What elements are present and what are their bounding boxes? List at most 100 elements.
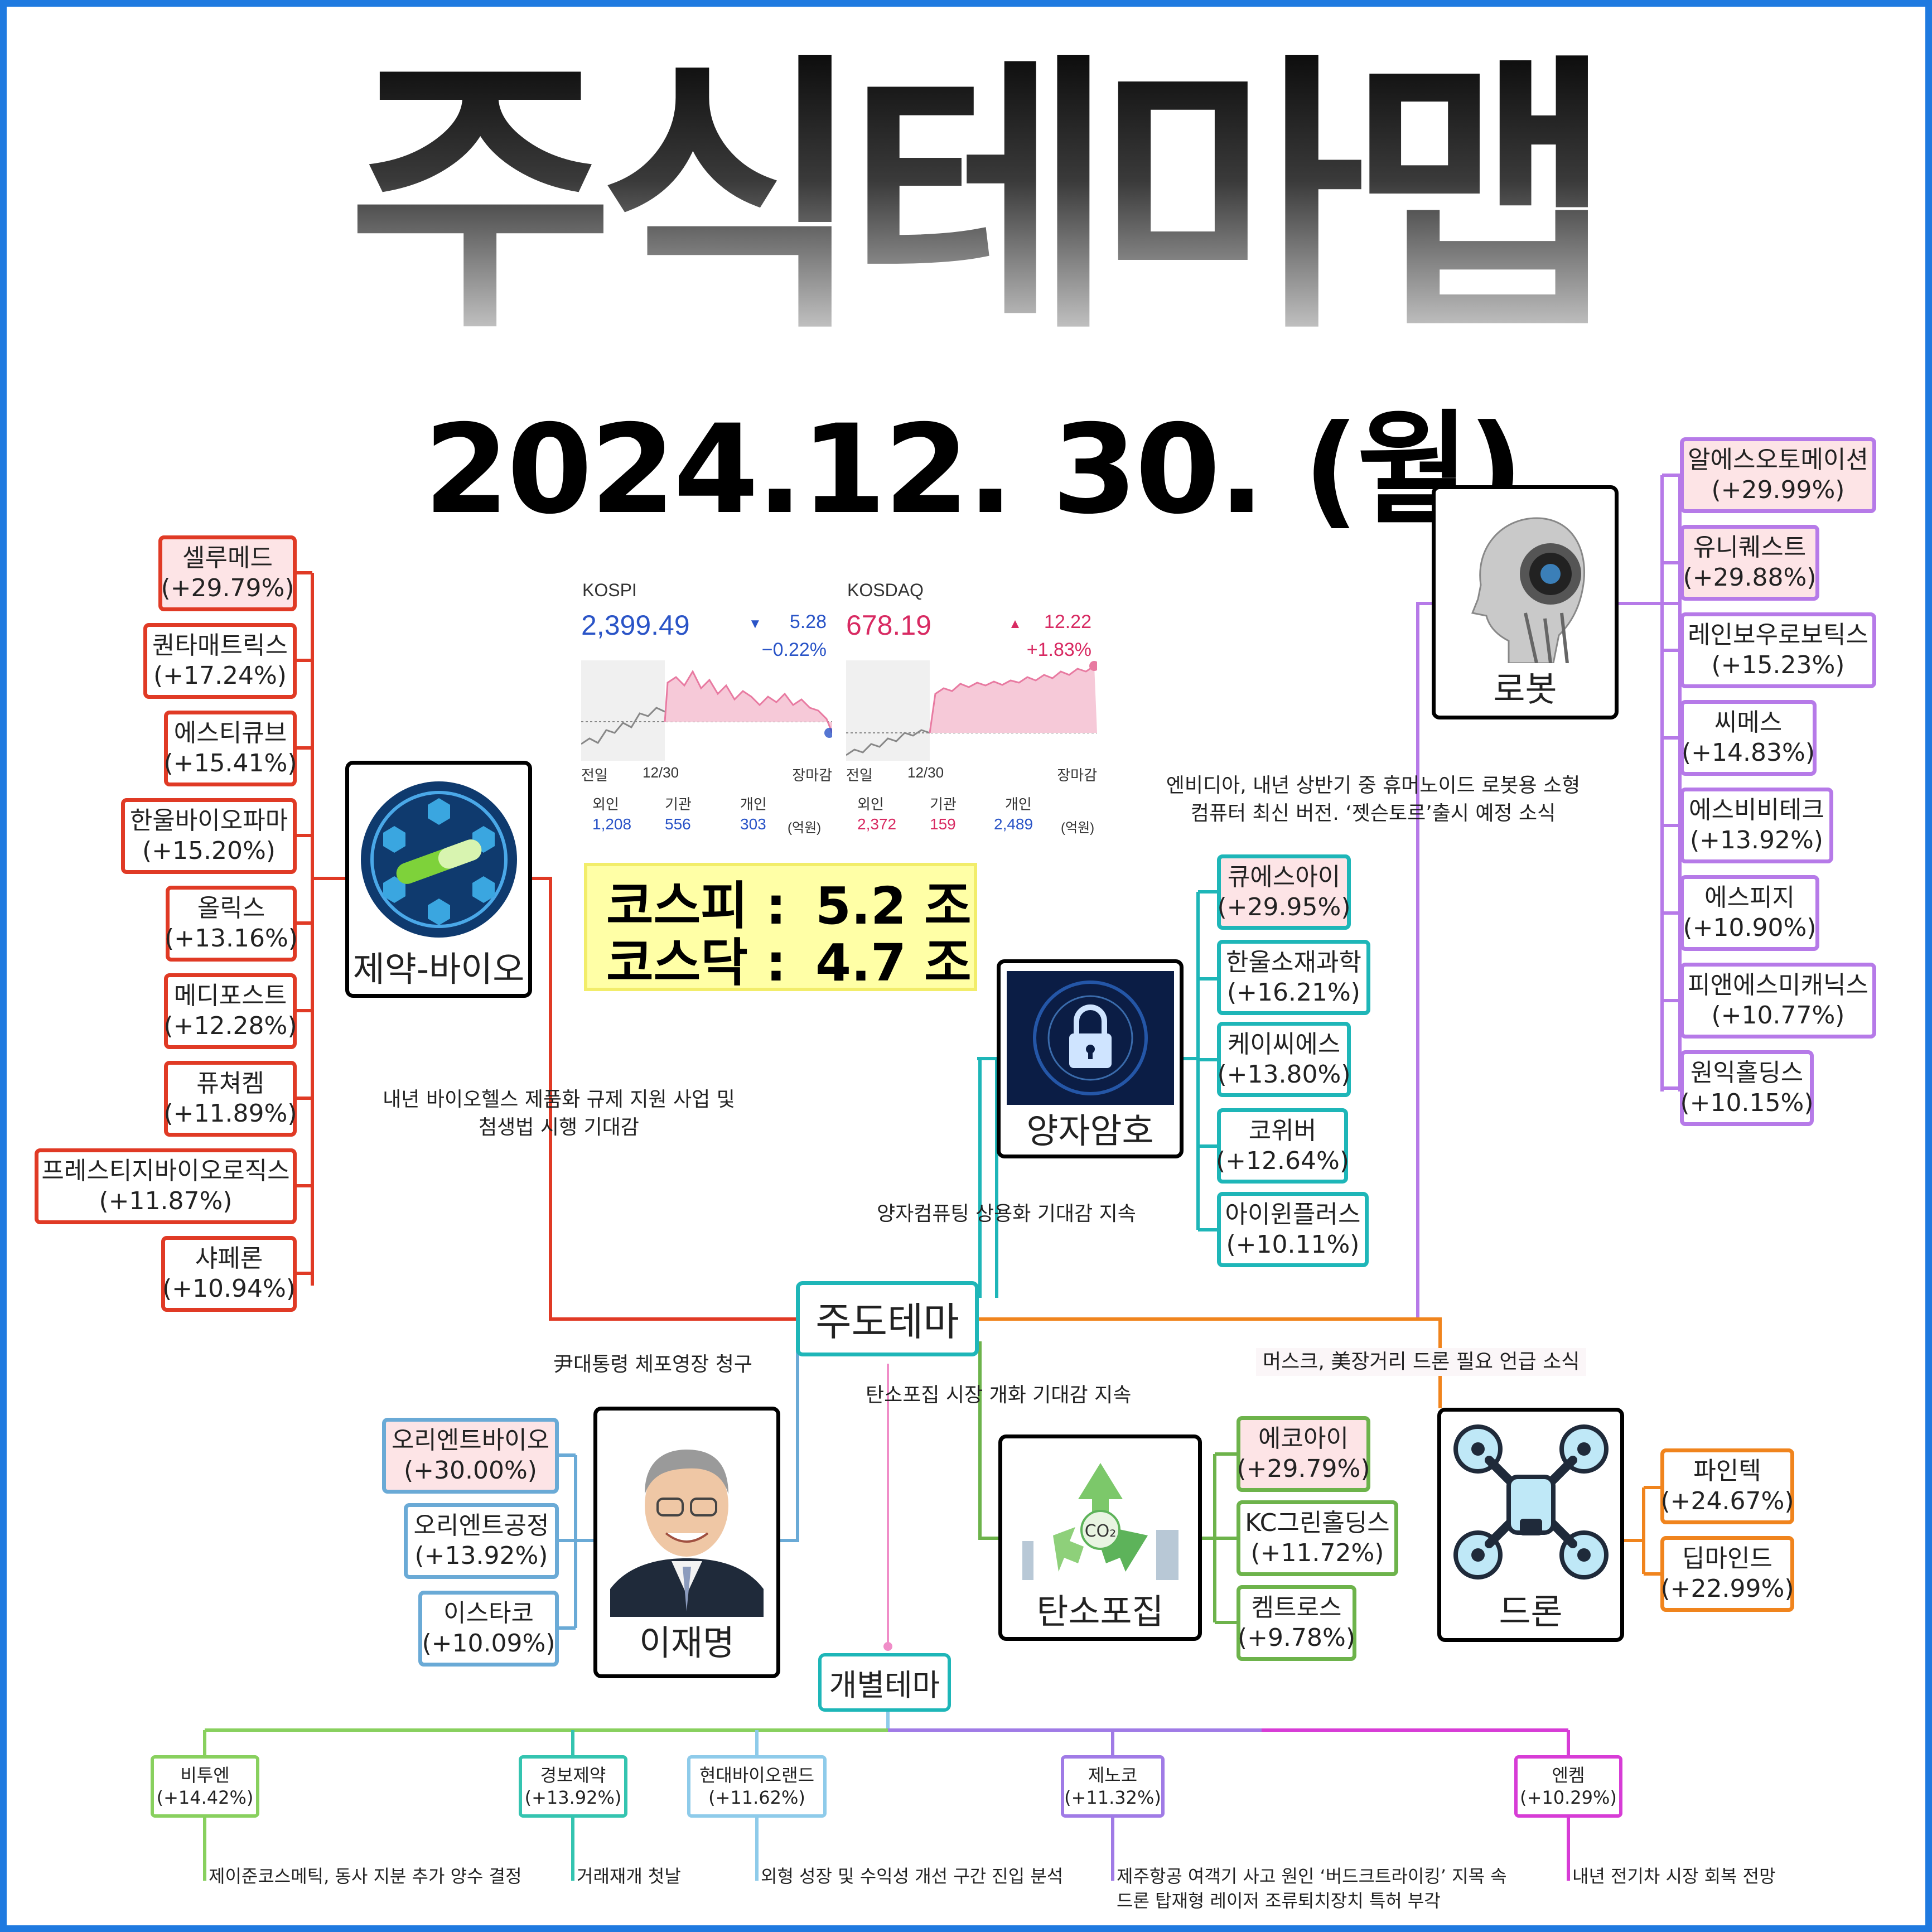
theme-hub-robot[interactable]: 로봇 <box>1432 485 1619 719</box>
stock-pct: (+17.24%) <box>153 661 287 690</box>
stock-box[interactable]: 유니퀘스트(+29.88%) <box>1680 525 1819 601</box>
investor-label: 외인 <box>857 796 884 813</box>
theme-hub-carbon[interactable]: CO₂ 탄소포집 <box>998 1434 1202 1641</box>
stock-box[interactable]: 에스티큐브(+15.41%) <box>164 711 297 786</box>
stock-box[interactable]: 파인텍(+24.67%) <box>1660 1448 1794 1524</box>
stock-pct: (+13.92%) <box>414 1542 548 1570</box>
down-triangle-icon: ▼ <box>748 616 762 631</box>
stock-box[interactable]: 한울소재과학(+16.21%) <box>1217 940 1370 1015</box>
stock-box[interactable]: 켐트로스(+9.78%) <box>1237 1585 1356 1661</box>
stock-box[interactable]: 이스타코(+10.09%) <box>418 1591 559 1667</box>
stock-box[interactable]: 에코아이(+29.79%) <box>1237 1416 1370 1492</box>
axis-label: 12/30 <box>907 764 944 781</box>
theme-label: 드론 <box>1499 1591 1563 1632</box>
stock-box[interactable]: 레인보우로보틱스(+15.23%) <box>1680 612 1876 688</box>
stock-box[interactable]: 케이씨에스(+13.80%) <box>1217 1022 1351 1097</box>
stock-name: 알에스오토메이션 <box>1688 446 1868 474</box>
kosdaq-change-pct: +1.83% <box>1026 639 1091 660</box>
kosdaq-change-value: 12.22 <box>1044 611 1091 632</box>
stock-name: 엔켐 <box>1552 1765 1585 1786</box>
market-index-panel: KOSPI 2,399.49 ▼5.28 −0.22% 전일 12/30 장마감… <box>576 570 1105 835</box>
stock-pct: (+13.92%) <box>1690 826 1823 854</box>
axis-label: 장마감 <box>1057 767 1097 784</box>
stock-pct: (+16.21%) <box>1227 978 1360 1007</box>
individual-stock-box[interactable]: 현대바이오랜드(+11.62%) <box>687 1755 827 1818</box>
stock-name: 샤페론 <box>195 1244 263 1273</box>
stock-box[interactable]: 셀루메드(+29.79%) <box>158 535 297 611</box>
stock-pct: (+29.88%) <box>1683 563 1817 592</box>
stock-name: 원익홀딩스 <box>1690 1059 1804 1087</box>
lock-icon <box>1006 971 1174 1105</box>
kosdaq-volume-label: 코스닥 : <box>606 933 786 993</box>
stock-box[interactable]: 에스피지(+10.90%) <box>1680 875 1819 951</box>
theme-note-lee: 尹대통령 체포영장 청구 <box>553 1353 752 1376</box>
individual-stock-box[interactable]: 비투엔(+14.42%) <box>151 1755 259 1818</box>
stock-box[interactable]: 메디포스트(+12.28%) <box>164 973 297 1049</box>
theme-hub-drone[interactable]: 드론 <box>1437 1408 1624 1642</box>
stock-box[interactable]: 피앤에스미캐닉스(+10.77%) <box>1680 963 1876 1039</box>
stock-pct: (+11.89%) <box>163 1099 297 1128</box>
stock-box[interactable]: 프레스티지바이오로직스(+11.87%) <box>35 1148 297 1224</box>
stock-name: 에스피지 <box>1704 883 1795 912</box>
theme-hub-lee[interactable]: 이재명 <box>593 1407 780 1678</box>
kosdaq-volume-value: 4.7 조 <box>815 933 972 993</box>
stock-box[interactable]: 한울바이오파마(+15.20%) <box>121 798 297 874</box>
stock-box[interactable]: 퓨쳐켐(+11.89%) <box>164 1061 297 1137</box>
individual-stock-box[interactable]: 경보제약(+13.92%) <box>519 1755 627 1818</box>
stock-box[interactable]: 샤페론(+10.94%) <box>161 1236 297 1312</box>
stock-box[interactable]: 코위버(+12.64%) <box>1216 1108 1349 1184</box>
stock-name: 퀀타매트릭스 <box>152 631 288 660</box>
stock-pct: (+12.28%) <box>163 1012 297 1040</box>
stock-box[interactable]: 아이윈플러스(+10.11%) <box>1217 1192 1369 1267</box>
stock-box[interactable]: KC그린홀딩스(+11.72%) <box>1237 1500 1398 1576</box>
stock-name: 이스타코 <box>443 1599 534 1627</box>
kosdaq-change: ▲12.22 +1.83% <box>1008 609 1091 663</box>
note-line: 거래재개 첫날 <box>577 1866 681 1887</box>
note-line: 제주항공 여객기 사고 원인 ‘버드크트라이킹’ 지목 속 <box>1117 1866 1507 1887</box>
individual-note: 내년 전기차 시장 회복 전망 <box>1572 1864 1776 1888</box>
stock-box[interactable]: 씨메스(+14.83%) <box>1680 700 1817 776</box>
stock-box[interactable]: 에스비비테크(+13.92%) <box>1680 788 1833 863</box>
stock-name: 아이윈플러스 <box>1225 1200 1361 1229</box>
stock-box[interactable]: 오리엔트바이오(+30.00%) <box>382 1418 559 1494</box>
theme-label: 제약-바이오 <box>352 949 525 989</box>
capsule-icon <box>360 781 517 938</box>
kosdaq-card[interactable]: KOSDAQ 678.19 ▲12.22 +1.83% 전일 12/30 장마감… <box>841 570 1097 835</box>
stock-box[interactable]: 오리엔트공정(+13.92%) <box>404 1503 559 1579</box>
note-line: 엔비디아, 내년 상반기 중 휴머노이드 로봇용 소형 <box>1166 774 1581 797</box>
stock-pct: (+24.67%) <box>1660 1487 1794 1515</box>
stock-box[interactable]: 큐에스아이(+29.95%) <box>1217 854 1351 930</box>
robot-head-icon <box>1441 496 1609 663</box>
stock-pct: (+13.80%) <box>1217 1060 1351 1089</box>
theme-label: 이재명 <box>639 1622 735 1663</box>
stock-box[interactable]: 올릭스(+13.16%) <box>165 886 298 962</box>
stock-name: 레인보우로보틱스 <box>1688 621 1868 649</box>
stock-name: 피앤에스미캐닉스 <box>1688 971 1868 999</box>
main-theme-node[interactable]: 주도테마 <box>796 1281 979 1356</box>
axis-label: 전일 <box>581 767 608 784</box>
individual-stock-box[interactable]: 제노코(+11.32%) <box>1061 1755 1165 1818</box>
stock-pct: (+29.79%) <box>1237 1455 1370 1483</box>
stock-name: 올릭스 <box>197 894 265 922</box>
stock-name: 유니퀘스트 <box>1693 533 1807 562</box>
stock-box[interactable]: 원익홀딩스(+10.15%) <box>1680 1050 1814 1126</box>
stock-pct: (+10.77%) <box>1711 1001 1845 1030</box>
stock-pct: (+14.42%) <box>156 1787 254 1808</box>
kospi-card[interactable]: KOSPI 2,399.49 ▼5.28 −0.22% 전일 12/30 장마감… <box>576 570 832 835</box>
stock-box[interactable]: 퀀타매트릭스(+17.24%) <box>143 623 297 699</box>
stock-box[interactable]: 알에스오토메이션(+29.99%) <box>1680 437 1876 513</box>
individual-theme-node[interactable]: 개별테마 <box>818 1653 951 1712</box>
theme-hub-quantum[interactable]: 양자암호 <box>997 959 1184 1158</box>
stock-name: 제노코 <box>1088 1765 1138 1786</box>
theme-note-drone: 머스크, 美장거리 드론 필요 언급 소식 <box>1256 1348 1587 1376</box>
stock-name: 프레스티지바이오로직스 <box>41 1157 290 1185</box>
stock-box[interactable]: 딥마인드(+22.99%) <box>1660 1536 1794 1612</box>
stock-name: 딥마인드 <box>1682 1544 1772 1573</box>
individual-stock-box[interactable]: 엔켐(+10.29%) <box>1514 1755 1622 1818</box>
stock-name: 오리엔트공정 <box>413 1511 549 1540</box>
theme-note-robot: 엔비디아, 내년 상반기 중 휴머노이드 로봇용 소형 컴퓨터 최신 버전. ‘… <box>1161 772 1585 828</box>
date-heading: 2024.12. 30. (월) <box>423 398 1524 541</box>
stock-name: 오리엔트바이오 <box>391 1426 550 1455</box>
theme-hub-bio[interactable]: 제약-바이오 <box>345 761 532 998</box>
